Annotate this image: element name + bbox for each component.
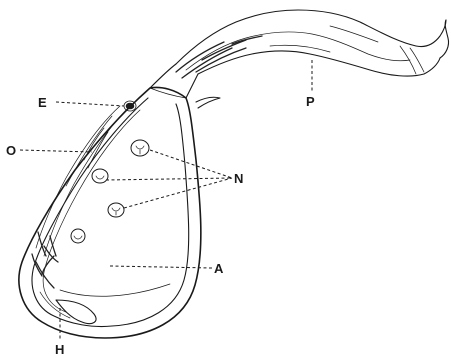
cell-membrane <box>43 110 140 312</box>
label-N: N <box>234 171 243 186</box>
nucleus-3 <box>108 203 124 217</box>
eyespot <box>124 101 136 111</box>
leader-lines <box>20 60 312 340</box>
nucleus-4 <box>71 229 85 243</box>
cell-inner-wall <box>32 98 189 327</box>
nuclei <box>71 140 149 243</box>
label-P: P <box>306 94 315 109</box>
labels: E O N P A H <box>6 94 315 357</box>
nucleus-1 <box>131 140 149 156</box>
label-O: O <box>6 143 16 158</box>
nucleus-2 <box>92 169 108 183</box>
label-E: E <box>38 95 47 110</box>
cell-body <box>19 87 201 338</box>
label-A: A <box>214 261 224 276</box>
cell-neck <box>150 64 220 108</box>
label-H: H <box>55 342 64 357</box>
tube-lower-edge <box>198 51 440 76</box>
